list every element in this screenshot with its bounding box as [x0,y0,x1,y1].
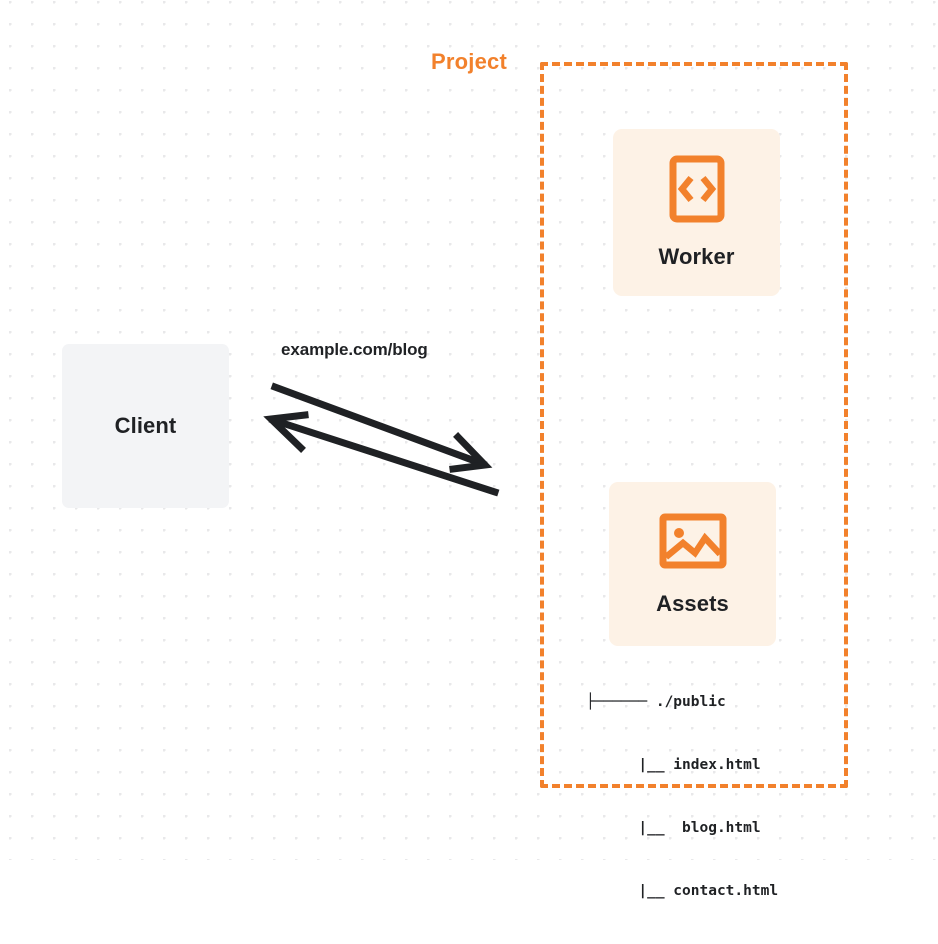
assets-card-label: Assets [656,590,729,616]
client-node-label: Client [114,413,177,438]
image-icon [659,512,727,575]
client-node[interactable]: Client [62,344,229,508]
project-title: Project [424,49,514,75]
asset-file-tree: ├────── ./public |__ index.html |__ blog… [586,650,778,944]
response-arrow [263,411,500,497]
connector-arrows [263,382,500,497]
diagram-canvas: Client example.com/blog Project Worker [0,0,938,899]
file-tree-row: ├────── ./public [586,694,726,710]
assets-card[interactable]: Assets [609,482,776,646]
request-arrow [270,382,493,473]
code-brackets-icon [669,155,725,228]
worker-card[interactable]: Worker [613,129,780,296]
file-tree-row: |__ blog.html [586,820,761,836]
worker-card-label: Worker [658,244,735,269]
project-container [540,62,848,788]
file-tree-row: |__ contact.html [586,883,779,899]
request-url-label: example.com/blog [281,340,428,359]
file-tree-row: |__ index.html [586,757,761,773]
